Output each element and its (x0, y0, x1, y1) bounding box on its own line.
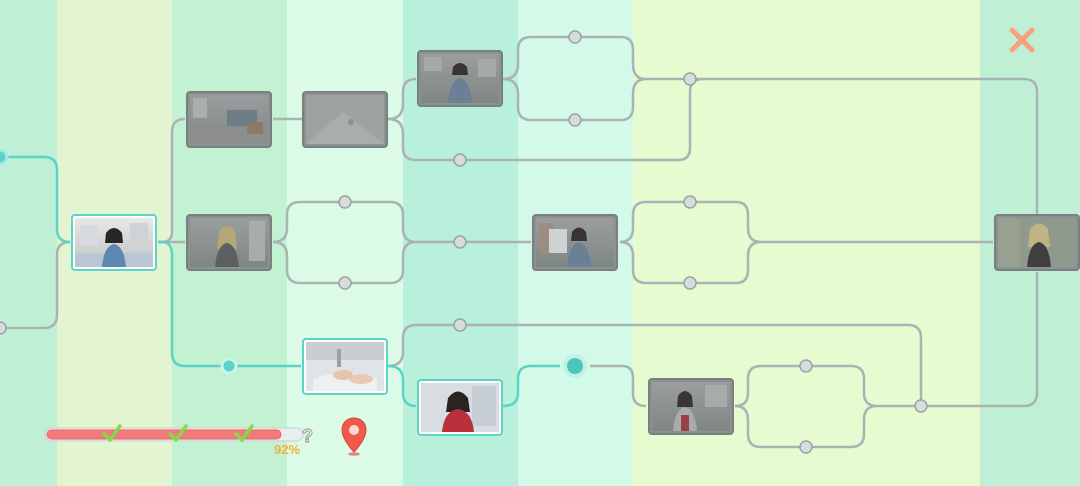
scene-living-room[interactable] (186, 91, 272, 148)
scene-washing-hands[interactable] (302, 338, 388, 395)
path-start (0, 155, 71, 244)
progress-percent: 92% (274, 442, 301, 457)
path-top-up (387, 77, 417, 121)
path-mid-split-up (272, 200, 531, 244)
locked-nodes (0, 30, 928, 454)
path-bottom-split-up (734, 272, 1039, 408)
check-icon (102, 424, 122, 442)
junction-node (683, 72, 697, 86)
path-top-down (387, 77, 704, 162)
path-top-split-up (502, 35, 1039, 228)
path-to-top-branch (158, 117, 186, 244)
junction-node (683, 195, 697, 209)
band-4 (287, 0, 403, 486)
junction-node (338, 276, 352, 290)
junction-node (453, 235, 467, 249)
close-x-icon[interactable] (1006, 24, 1038, 56)
visited-paths (0, 155, 560, 408)
map-pin-icon[interactable] (340, 416, 368, 456)
progress-bar: ? (44, 424, 314, 447)
start-node (0, 148, 9, 166)
junction-node (799, 440, 813, 454)
path-red-top-out (502, 364, 560, 408)
band-1 (0, 0, 57, 486)
path-bottom-to-kitchen (590, 364, 647, 408)
path-to-washing (158, 240, 301, 368)
junction-node (914, 399, 928, 413)
scene-blonde-woman[interactable] (186, 214, 272, 271)
path-left-lower (0, 240, 71, 330)
visited-node (220, 357, 238, 375)
scene-woman-red-top[interactable] (417, 379, 503, 436)
scene-woman-holding-paper[interactable] (532, 214, 618, 271)
scene-woman-in-kitchen[interactable] (648, 378, 734, 435)
path-bottom-upper (387, 323, 923, 406)
junction-node (568, 30, 582, 44)
check-icon (168, 424, 188, 442)
question-mark-icon: ? (302, 426, 313, 446)
junction-node (0, 321, 7, 335)
junction-node (453, 318, 467, 332)
scene-woman-in-office[interactable] (417, 50, 503, 107)
scene-intro-woman-denim[interactable] (71, 214, 157, 271)
path-to-red-top (387, 364, 417, 408)
junction-node (799, 359, 813, 373)
junction-node (683, 276, 697, 290)
scene-final-blonde[interactable] (994, 214, 1080, 271)
scene-blurry-hallway[interactable] (302, 91, 388, 148)
visited-nodes (0, 148, 587, 378)
path-mid-right-up (619, 200, 993, 244)
junction-node (568, 113, 582, 127)
junction-node (453, 153, 467, 167)
current-node[interactable] (563, 354, 587, 378)
junction-node (338, 195, 352, 209)
check-icon (234, 424, 254, 442)
